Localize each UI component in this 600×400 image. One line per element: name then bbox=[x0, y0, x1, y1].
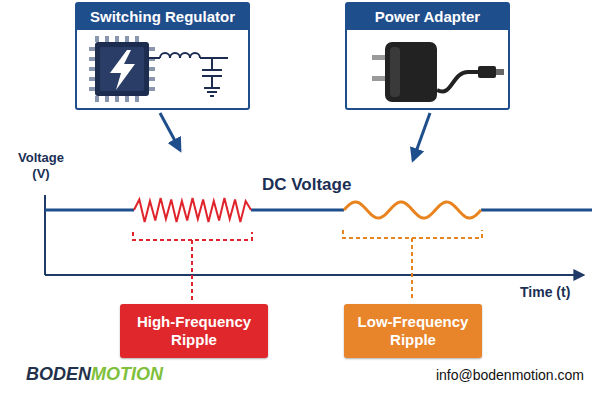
pointer-arrow bbox=[160, 113, 180, 150]
lc-filter-circuit bbox=[204, 87, 220, 89]
panel-header: Switching Regulator bbox=[77, 4, 248, 30]
ripple-bracket bbox=[411, 238, 413, 301]
dc-voltage-label: DC Voltage bbox=[262, 175, 351, 195]
power-adapter-icon bbox=[437, 72, 480, 92]
dc-voltage-line bbox=[481, 209, 592, 212]
power-adapter-icon bbox=[372, 55, 387, 60]
axis bbox=[45, 195, 583, 275]
ripple-bracket bbox=[133, 232, 252, 240]
chip-pin bbox=[149, 87, 155, 91]
ripple-label: High-Frequency Ripple bbox=[120, 309, 268, 353]
chip-pin bbox=[89, 67, 95, 71]
ripple-bracket bbox=[133, 230, 482, 301]
pointer-arrow bbox=[413, 113, 430, 160]
chip-pin bbox=[89, 77, 95, 81]
panel-header: Power Adapter bbox=[347, 4, 508, 30]
contact-email: info@bodenmotion.com bbox=[436, 367, 584, 384]
chip-pin bbox=[115, 96, 119, 102]
chip-pin bbox=[149, 77, 155, 81]
ripple-label: Low-Frequency Ripple bbox=[344, 309, 482, 353]
chip-pin bbox=[95, 36, 99, 42]
regulator-chip bbox=[100, 47, 144, 91]
lc-filter-circuit bbox=[210, 95, 214, 97]
dc-voltage-line bbox=[45, 209, 134, 212]
lc-filter-circuit bbox=[207, 91, 217, 93]
axis bbox=[45, 274, 583, 276]
logo-text: BODEN bbox=[26, 364, 91, 386]
chip-pin bbox=[89, 87, 95, 91]
lc-filter-circuit bbox=[149, 53, 228, 96]
lc-filter-circuit bbox=[211, 76, 213, 88]
regulator-chip bbox=[95, 42, 149, 96]
dc-voltage-line bbox=[251, 209, 344, 212]
ripple-label-box: High-Frequency Ripple bbox=[120, 304, 268, 358]
high-frequency-ripple-wave bbox=[134, 198, 251, 222]
regulator-chip bbox=[89, 36, 155, 102]
ripple-bracket bbox=[343, 230, 482, 238]
axis-label: Voltage (V) bbox=[10, 150, 72, 181]
power-adapter-icon bbox=[478, 66, 496, 78]
low-frequency-ripple-wave bbox=[344, 202, 481, 218]
chip-pin bbox=[125, 96, 129, 102]
component-panel: Power Adapter bbox=[345, 2, 510, 110]
lc-filter-circuit bbox=[202, 69, 222, 71]
axis bbox=[44, 195, 46, 275]
chip-pin bbox=[149, 47, 155, 51]
lc-filter-circuit bbox=[149, 57, 160, 59]
chip-pin bbox=[135, 96, 139, 102]
chip-pin bbox=[89, 57, 95, 61]
power-adapter-icon bbox=[372, 76, 387, 81]
lc-filter-circuit bbox=[211, 58, 213, 70]
component-panel: Switching Regulator bbox=[75, 2, 250, 110]
lc-filter-circuit bbox=[200, 57, 228, 59]
power-adapter-icon bbox=[496, 69, 504, 75]
chip-pin bbox=[115, 36, 119, 42]
logo-text: MOTION bbox=[91, 364, 163, 386]
dc-voltage-line bbox=[45, 209, 592, 212]
chip-pin bbox=[149, 67, 155, 71]
pointer-arrow bbox=[160, 113, 430, 160]
power-adapter-icon bbox=[385, 42, 437, 102]
ripple-bracket bbox=[191, 240, 193, 301]
chip-pin bbox=[95, 96, 99, 102]
chip-pin bbox=[125, 36, 129, 42]
chip-pin bbox=[89, 47, 95, 51]
power-adapter-icon bbox=[390, 47, 400, 97]
power-adapter-icon bbox=[372, 42, 504, 102]
ripple-label-box: Low-Frequency Ripple bbox=[344, 304, 482, 358]
chip-pin bbox=[105, 96, 109, 102]
chip-pin bbox=[135, 36, 139, 42]
chip-pin bbox=[105, 36, 109, 42]
regulator-chip bbox=[110, 50, 135, 90]
axis-label: Time (t) bbox=[520, 284, 570, 301]
lc-filter-circuit bbox=[160, 53, 200, 58]
